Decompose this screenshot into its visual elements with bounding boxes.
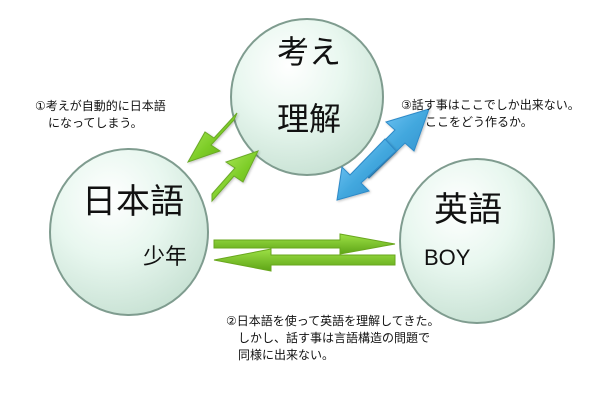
note-1-line2: になってしまう。 [48, 116, 143, 130]
note-3: ③話す事はここでしか出来ない。 ここをどう作るか。 [401, 97, 580, 131]
note-2: ②日本語を使って英語を理解してきた。 しかし、話す事は言語構造の問題で 同様に出… [226, 313, 439, 364]
top-circle [230, 18, 384, 176]
note-2-line2: しかし、話す事は言語構造の問題で [238, 331, 431, 345]
right-circle [399, 158, 555, 324]
blue-down-left-arrow [336, 138, 397, 201]
top-circle-label-line2: 理解 [277, 100, 342, 138]
left-circle-subtitle: 少年 [143, 245, 188, 270]
green-right-arrow [213, 233, 396, 255]
note-2-line3: 同様に出来ない。 [238, 348, 335, 362]
top-circle-label-line1: 考え [277, 33, 342, 71]
left-circle [49, 148, 209, 316]
green-down-right-arrow [211, 150, 259, 203]
note-3-line1: ③話す事はここでしか出来ない。 [401, 98, 580, 112]
note-1-line1: ①考えが自動的に日本語 [35, 99, 166, 113]
note-1: ①考えが自動的に日本語 になってしまう。 [35, 98, 166, 132]
green-left-arrow [213, 248, 396, 272]
green-up-left-arrow [186, 112, 238, 163]
right-circle-title: 英語 [434, 190, 502, 230]
left-circle-title: 日本語 [82, 182, 184, 222]
note-3-line2: ここをどう作るか。 [425, 115, 533, 129]
right-circle-subtitle: BOY [424, 245, 471, 270]
note-2-line1: ②日本語を使って英語を理解してきた。 [226, 314, 440, 328]
